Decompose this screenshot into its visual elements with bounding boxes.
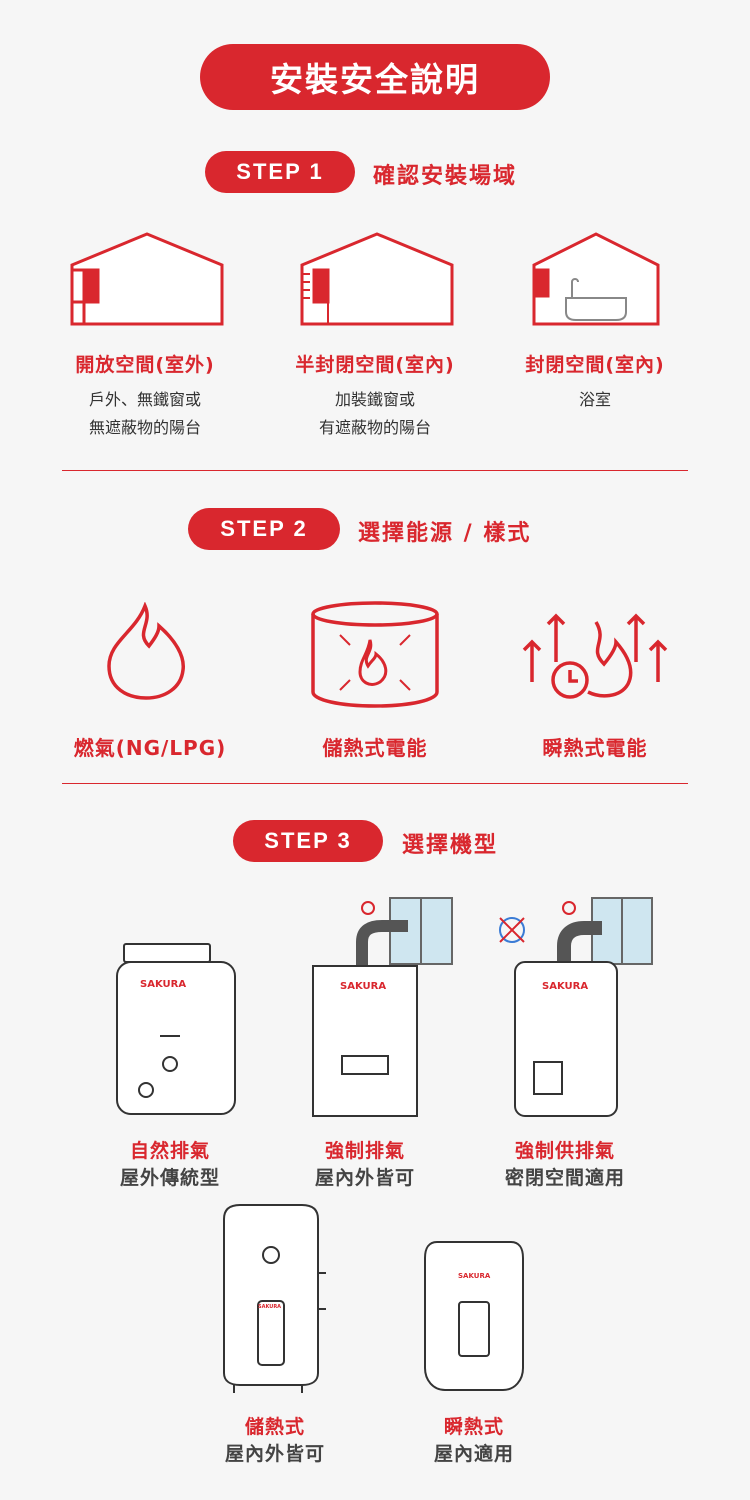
forced-supply-exhaust-heater-icon bbox=[514, 901, 618, 1117]
step2-heading: 選擇能源 / 樣式 bbox=[358, 521, 532, 546]
model-subtitle: 屋內外皆可 bbox=[314, 1167, 415, 1189]
instant-heater-icon bbox=[424, 1241, 524, 1391]
model-title: 瞬熱式 bbox=[443, 1416, 504, 1438]
step2-badge: STEP 2 bbox=[188, 508, 340, 550]
brand-logo: SAKURA bbox=[258, 1304, 282, 1310]
house-bathroom-icon bbox=[532, 232, 660, 326]
model-subtitle: 屋內外皆可 bbox=[224, 1443, 325, 1465]
house-open-icon bbox=[70, 232, 224, 326]
step3-heading: 選擇機型 bbox=[402, 833, 499, 858]
model-title: 強制供排氣 bbox=[514, 1140, 615, 1162]
step1-heading: 確認安裝場域 bbox=[373, 164, 518, 189]
instant-heat-icon bbox=[522, 613, 668, 699]
model-subtitle: 密閉空間適用 bbox=[504, 1167, 625, 1189]
divider bbox=[62, 783, 688, 784]
model-title: 儲熱式 bbox=[244, 1416, 305, 1438]
location-desc: 無遮蔽物的陽台 bbox=[88, 418, 201, 437]
location-label-open: 開放空間(室外) bbox=[75, 354, 215, 376]
flame-icon bbox=[107, 602, 185, 700]
brand-logo: SAKURA bbox=[140, 979, 187, 990]
page-title: 安裝安全說明 bbox=[200, 44, 550, 110]
model-title: 強制排氣 bbox=[324, 1140, 405, 1162]
storage-heater-icon bbox=[223, 1204, 326, 1393]
natural-vent-heater-icon bbox=[116, 943, 236, 1115]
storage-tank-icon bbox=[311, 601, 439, 708]
step3-badge: STEP 3 bbox=[233, 820, 383, 862]
brand-logo: SAKURA bbox=[340, 981, 387, 992]
model-title: 自然排氣 bbox=[129, 1140, 210, 1162]
location-label-semi: 半封閉空間(室內) bbox=[295, 354, 455, 376]
divider bbox=[62, 470, 688, 471]
energy-label-gas: 燃氣(NG/LPG) bbox=[73, 736, 227, 760]
energy-label-instant: 瞬熱式電能 bbox=[542, 736, 648, 760]
airflow-icon bbox=[499, 917, 525, 943]
brand-logo: SAKURA bbox=[458, 1272, 491, 1280]
energy-label-storage: 儲熱式電能 bbox=[322, 736, 428, 760]
location-desc: 加裝鐵窗或 bbox=[334, 390, 415, 409]
house-semi-closed-icon bbox=[300, 232, 454, 326]
step1-badge: STEP 1 bbox=[205, 151, 355, 193]
brand-logo: SAKURA bbox=[542, 981, 589, 992]
location-desc: 戶外、無鐵窗或 bbox=[88, 390, 201, 409]
location-label-closed: 封閉空間(室內) bbox=[525, 354, 665, 376]
model-subtitle: 屋內適用 bbox=[433, 1443, 514, 1465]
model-subtitle: 屋外傳統型 bbox=[119, 1167, 220, 1189]
forced-exhaust-heater-icon bbox=[312, 901, 418, 1117]
location-desc: 浴室 bbox=[578, 390, 611, 409]
location-desc: 有遮蔽物的陽台 bbox=[318, 418, 431, 437]
